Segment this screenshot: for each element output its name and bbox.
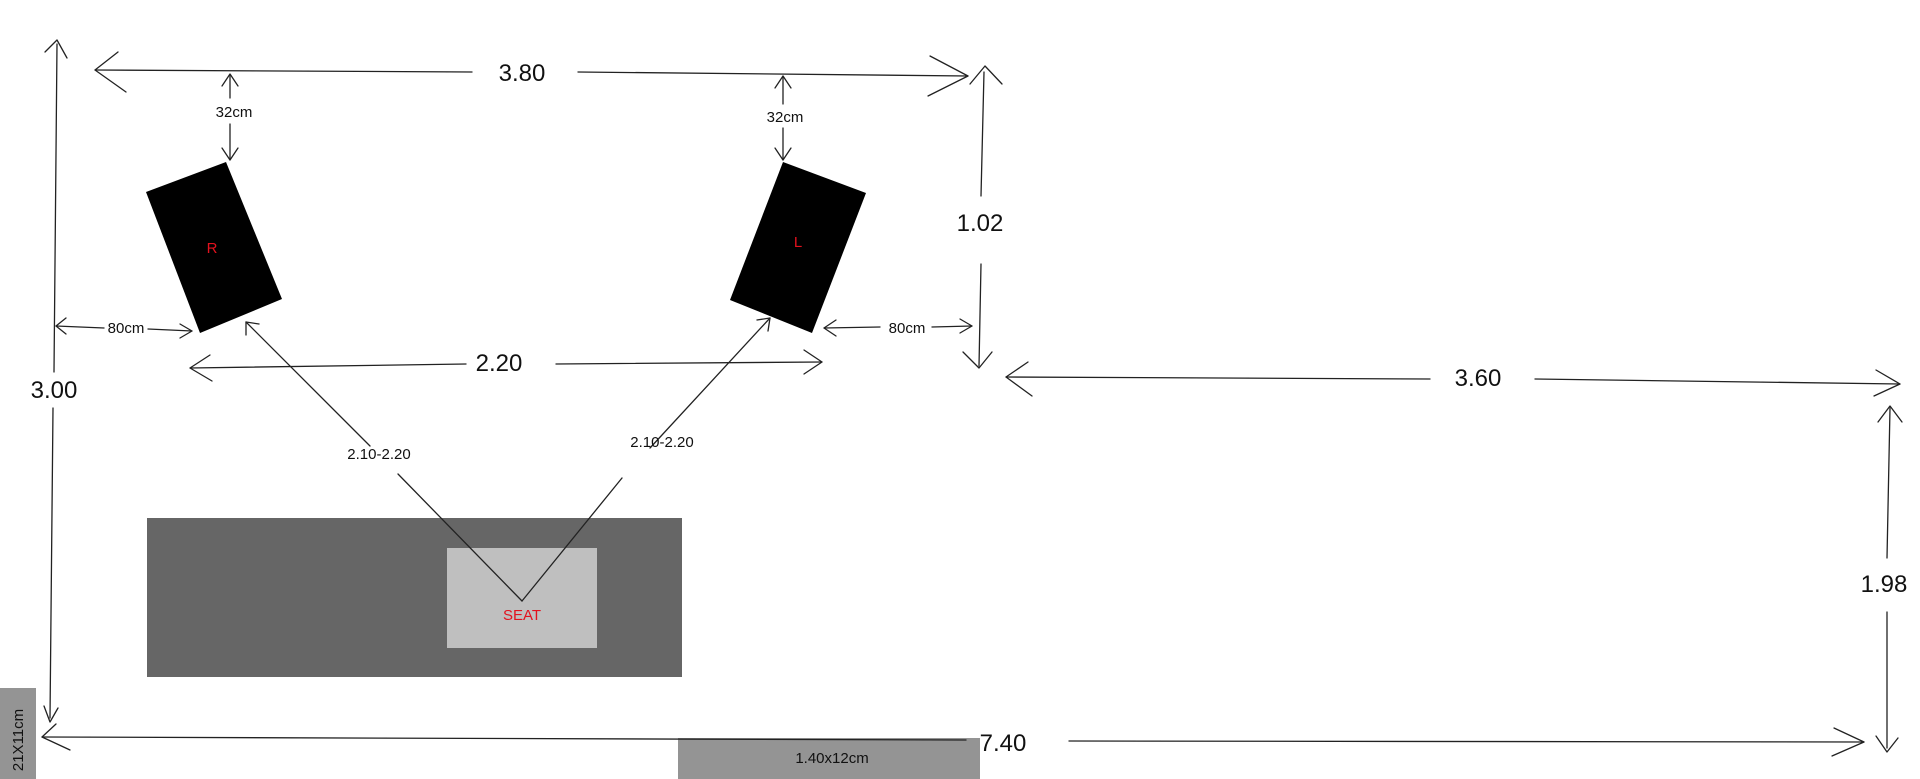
right-speaker-label: R bbox=[207, 240, 218, 257]
right-side-gap-dimension: 80cm bbox=[55, 317, 193, 339]
speaker-spacing-dimension: 2.20 bbox=[189, 349, 823, 382]
side-depth-dimension: 1.98 bbox=[1861, 405, 1908, 753]
left-listening-distance: 2.10-2.20 bbox=[521, 317, 771, 602]
left-wall-gap-label: 32cm bbox=[767, 109, 804, 126]
sofa bbox=[147, 518, 682, 677]
seat-label: SEAT bbox=[503, 607, 541, 624]
left-speaker bbox=[730, 162, 866, 333]
side-width-label: 3.60 bbox=[1455, 365, 1502, 392]
left-depth-dimension: 3.00 bbox=[31, 39, 78, 723]
bottom-panel bbox=[678, 738, 980, 779]
front-width-dimension: 3.80 bbox=[94, 51, 969, 97]
right-listening-distance: 2.10-2.20 bbox=[245, 321, 523, 602]
right-speaker bbox=[146, 162, 282, 333]
side-width-dimension: 3.60 bbox=[1005, 361, 1901, 397]
total-width-label: 7.40 bbox=[980, 730, 1027, 757]
right-listening-distance-label: 2.10-2.20 bbox=[347, 446, 410, 463]
left-depth-label: 3.00 bbox=[31, 377, 78, 404]
right-wall-gap-label: 32cm bbox=[216, 104, 253, 121]
corner-panel-label: 21X11cm bbox=[10, 709, 27, 771]
total-width-dimension: 7.40 bbox=[41, 723, 1865, 757]
left-speaker-label: L bbox=[794, 234, 802, 251]
speaker-spacing-label: 2.20 bbox=[476, 350, 523, 377]
left-side-gap-dimension: 80cm bbox=[823, 318, 973, 337]
side-depth-label: 1.98 bbox=[1861, 571, 1908, 598]
right-step-dimension: 1.02 bbox=[957, 65, 1004, 369]
right-step-label: 1.02 bbox=[957, 210, 1004, 237]
right-side-gap-label: 80cm bbox=[108, 320, 145, 337]
seat bbox=[447, 548, 597, 648]
left-listening-distance-label: 2.10-2.20 bbox=[630, 434, 693, 451]
bottom-panel-label: 1.40x12cm bbox=[795, 750, 868, 767]
right-wall-gap-dimension: 32cm bbox=[216, 73, 253, 161]
left-wall-gap-dimension: 32cm bbox=[767, 75, 804, 161]
left-side-gap-label: 80cm bbox=[889, 320, 926, 337]
corner-panel bbox=[0, 688, 36, 779]
front-width-label: 3.80 bbox=[499, 60, 546, 87]
